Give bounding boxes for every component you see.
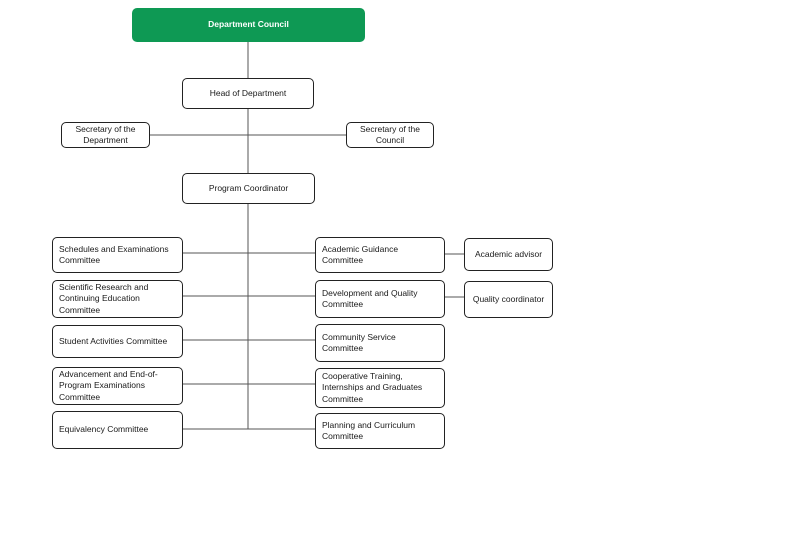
right-committee-box: Cooperative Training, Internships and Gr…: [315, 368, 445, 408]
right-committee-box: Community Service Committee: [315, 324, 445, 362]
left-committee-label: Scientific Research and Continuing Educa…: [59, 281, 149, 315]
right-committee-label: Cooperative Training, Internships and Gr…: [322, 370, 423, 404]
right-committee-label: Planning and Curriculum Committee: [322, 419, 416, 441]
left-committee-label: Schedules and Examinations Committee: [59, 243, 169, 265]
right-committee-label: Development and Quality Committee: [322, 287, 418, 309]
secretary-of-council-label: Secretary of the Council: [359, 123, 420, 145]
academic-advisor-box: Academic advisor: [464, 238, 553, 271]
right-committee-label: Academic Guidance Committee: [322, 243, 399, 265]
head-of-department-label: Head of Department: [209, 87, 287, 98]
left-committee-label: Student Activities Committee: [59, 335, 168, 346]
left-committee-box: Equivalency Committee: [52, 411, 183, 449]
left-committee-box: Scientific Research and Continuing Educa…: [52, 280, 183, 318]
left-committee-label: Advancement and End-of- Program Examinat…: [59, 368, 158, 402]
left-committee-label: Equivalency Committee: [59, 424, 149, 435]
right-committee-label: Community Service Committee: [322, 331, 396, 353]
secretary-of-council-box: Secretary of the Council: [346, 122, 434, 148]
right-committee-box: Academic Guidance Committee: [315, 237, 445, 273]
quality-coordinator-box: Quality coordinator: [464, 281, 553, 318]
left-committee-box: Student Activities Committee: [52, 325, 183, 358]
program-coordinator-box: Program Coordinator: [182, 173, 315, 204]
department-council-label: Department Council: [208, 19, 289, 30]
right-committee-box: Planning and Curriculum Committee: [315, 413, 445, 449]
secretary-of-department-box: Secretary of the Department: [61, 122, 150, 148]
right-committee-box: Development and Quality Committee: [315, 280, 445, 318]
left-committee-box: Advancement and End-of- Program Examinat…: [52, 367, 183, 405]
head-of-department-box: Head of Department: [182, 78, 314, 109]
left-committee-box: Schedules and Examinations Committee: [52, 237, 183, 273]
academic-advisor-label: Academic advisor: [474, 248, 543, 259]
quality-coordinator-label: Quality coordinator: [472, 293, 545, 304]
department-council-box: Department Council: [132, 8, 365, 42]
secretary-of-department-label: Secretary of the Department: [75, 123, 136, 145]
program-coordinator-label: Program Coordinator: [208, 182, 289, 193]
